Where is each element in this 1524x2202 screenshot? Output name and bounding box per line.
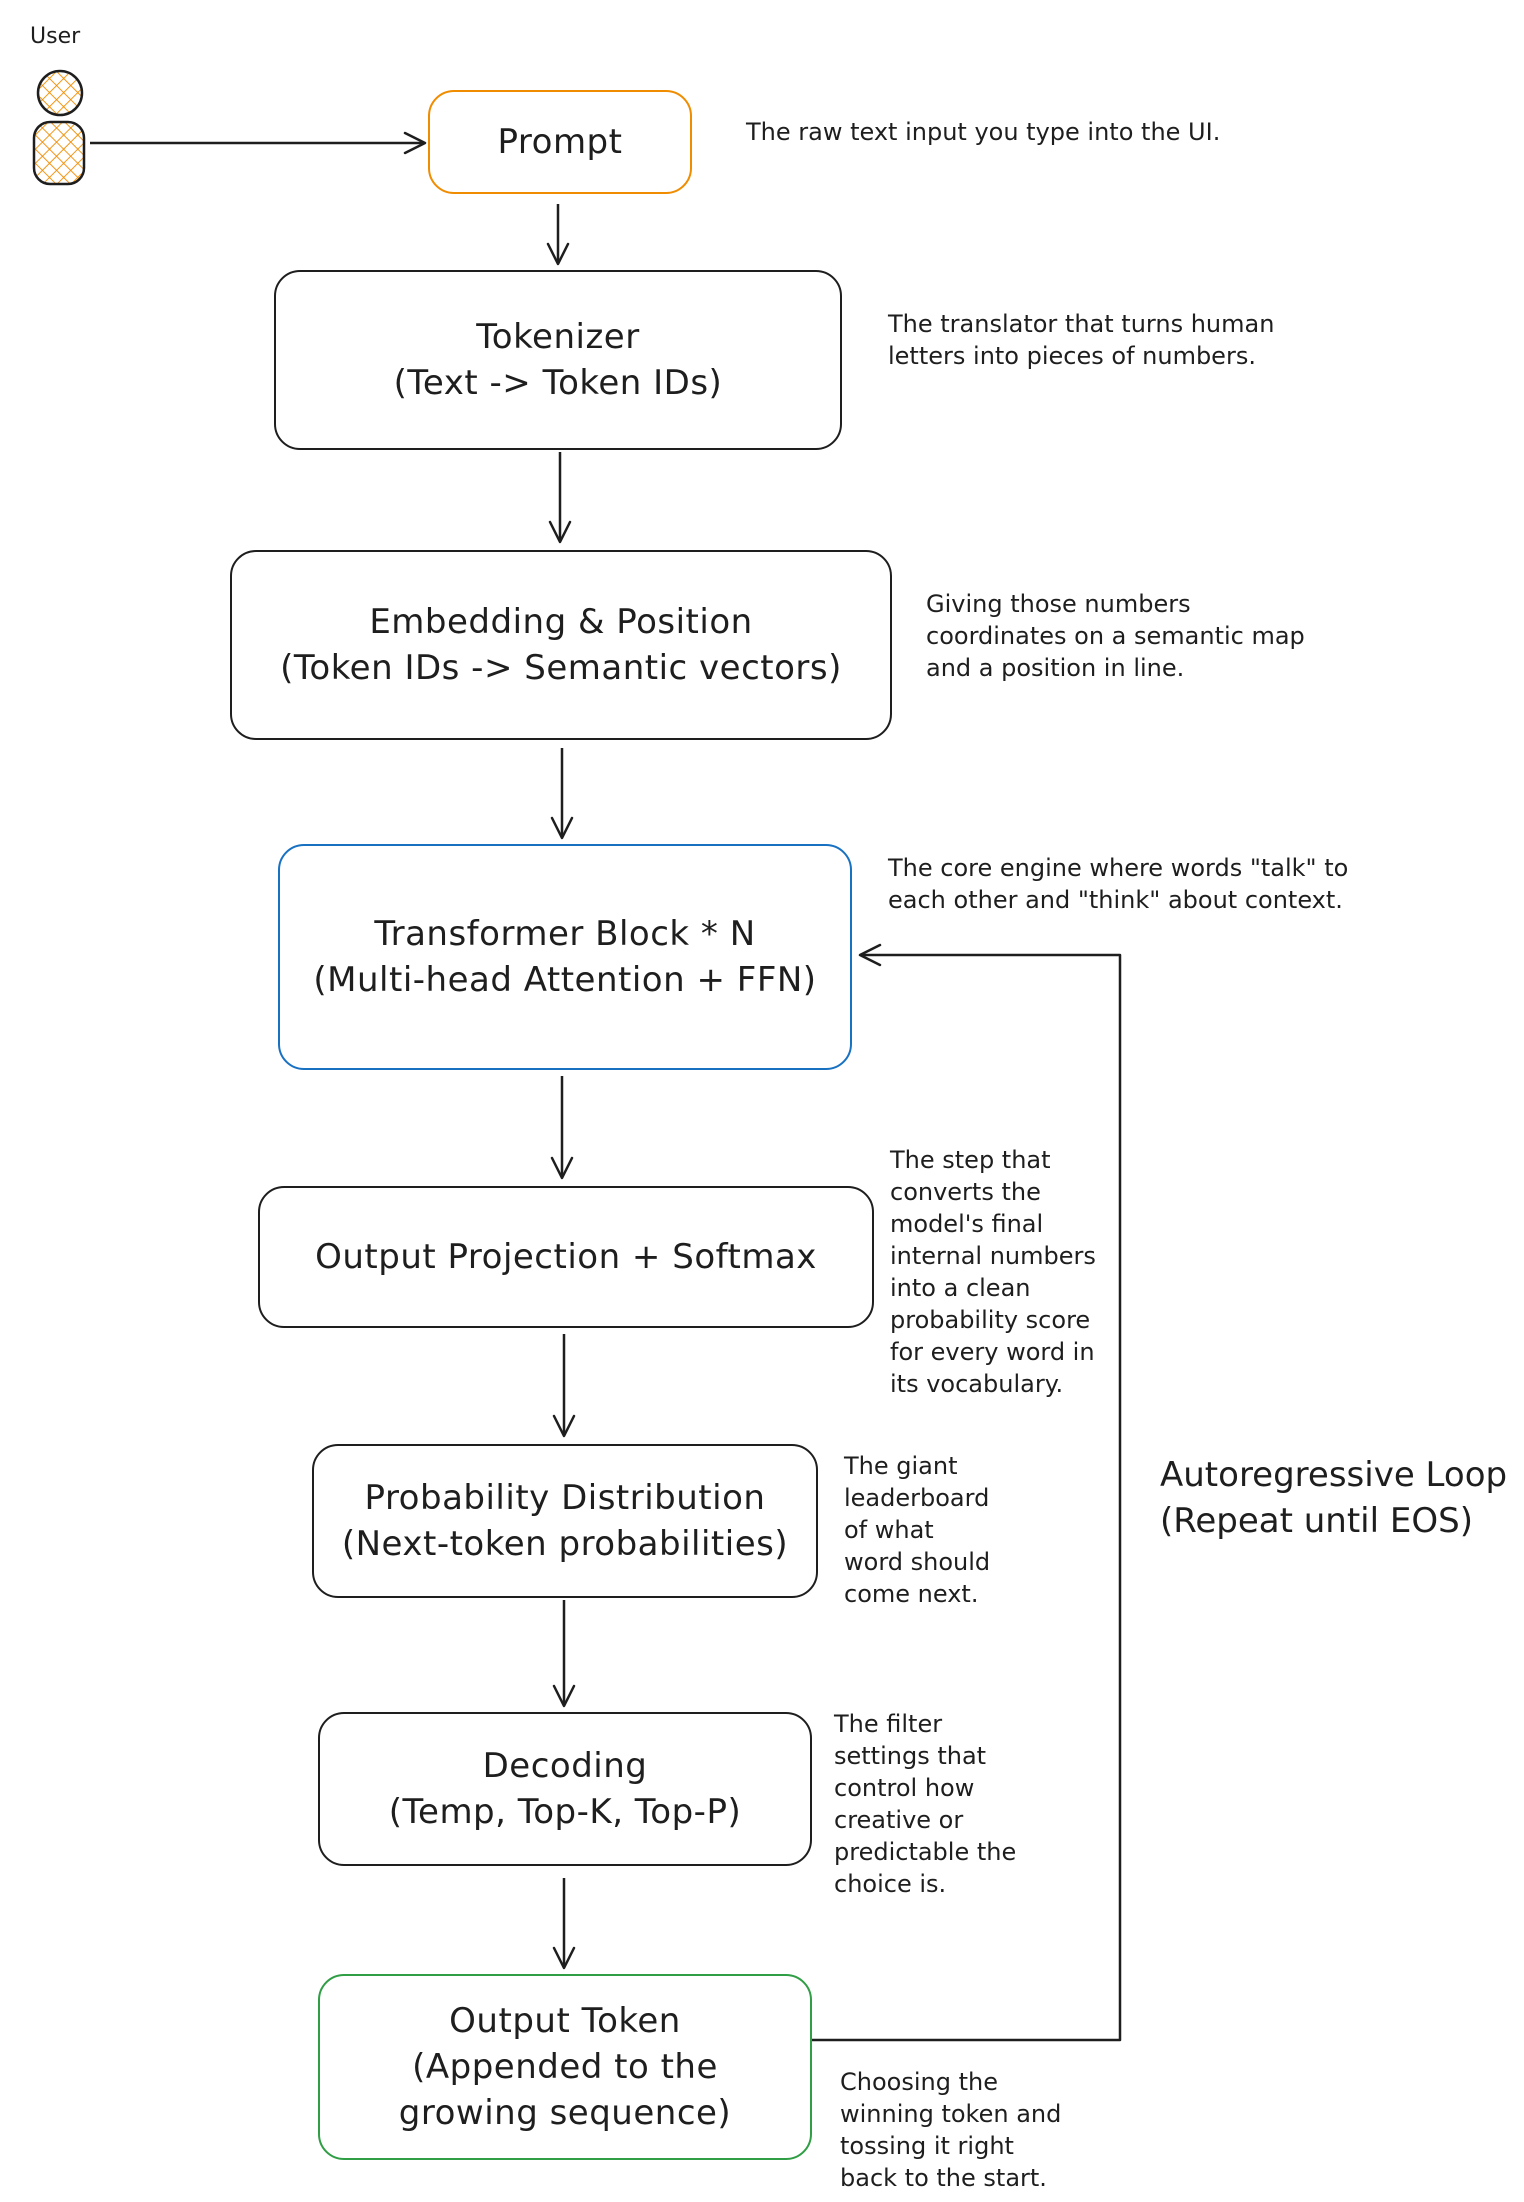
loop-label: Autoregressive Loop (Repeat until EOS) [1160,1452,1507,1544]
node-tokenizer-line-1: Tokenizer [476,317,640,357]
loop-label-line-1: Autoregressive Loop [1160,1455,1508,1495]
note-embedding: Giving those numbers coordinates on a se… [926,590,1305,682]
note-tokenizer: The translator that turns human letters … [888,310,1275,370]
node-output-line-3: growing sequence) [398,2093,732,2133]
user-label: User [30,24,81,49]
user-icon [32,69,86,186]
node-transformer: Transformer Block * N (Multi-head Attent… [278,844,852,1070]
node-embedding-line-2: (Token IDs -> Semantic vectors) [280,648,842,688]
node-tokenizer-line-2: (Text -> Token IDs) [393,363,723,403]
node-output-token: Output Token (Appended to the growing se… [318,1974,812,2160]
note-output-token: Choosing the winning token and tossing i… [840,2068,1062,2192]
loop-label-line-2: (Repeat until EOS) [1160,1501,1473,1541]
note-transformer: The core engine where words "talk" to ea… [888,854,1349,914]
node-output-line-2: (Appended to the [412,2047,718,2087]
note-projection: The step that converts the model's final… [890,1146,1096,1398]
node-projection-line-1: Output Projection + Softmax [315,1237,817,1277]
node-projection: Output Projection + Softmax [258,1186,874,1328]
node-prompt-line-1: Prompt [497,122,623,162]
node-prompt: Prompt [428,90,692,194]
node-probability-line-2: (Next-token probabilities) [341,1524,789,1564]
node-output-line-1: Output Token [449,2001,681,2041]
node-tokenizer: Tokenizer (Text -> Token IDs) [274,270,842,450]
node-transformer-line-2: (Multi-head Attention + FFN) [313,960,817,1000]
node-probability-line-1: Probability Distribution [364,1478,766,1518]
arrow-autoregressive-loop [812,943,1122,2042]
node-decoding: Decoding (Temp, Top-K, Top-P) [318,1712,812,1866]
note-prompt: The raw text input you type into the UI. [746,118,1221,146]
note-probability: The giant leaderboard of what word shoul… [844,1452,991,1608]
node-transformer-line-1: Transformer Block * N [374,914,756,954]
node-probability: Probability Distribution (Next-token pro… [312,1444,818,1598]
node-embedding: Embedding & Position (Token IDs -> Seman… [230,550,892,740]
node-decoding-line-1: Decoding [482,1746,648,1786]
note-decoding: The filter settings that control how cre… [834,1710,1017,1898]
node-embedding-line-1: Embedding & Position [369,602,753,642]
node-decoding-line-2: (Temp, Top-K, Top-P) [388,1792,742,1832]
